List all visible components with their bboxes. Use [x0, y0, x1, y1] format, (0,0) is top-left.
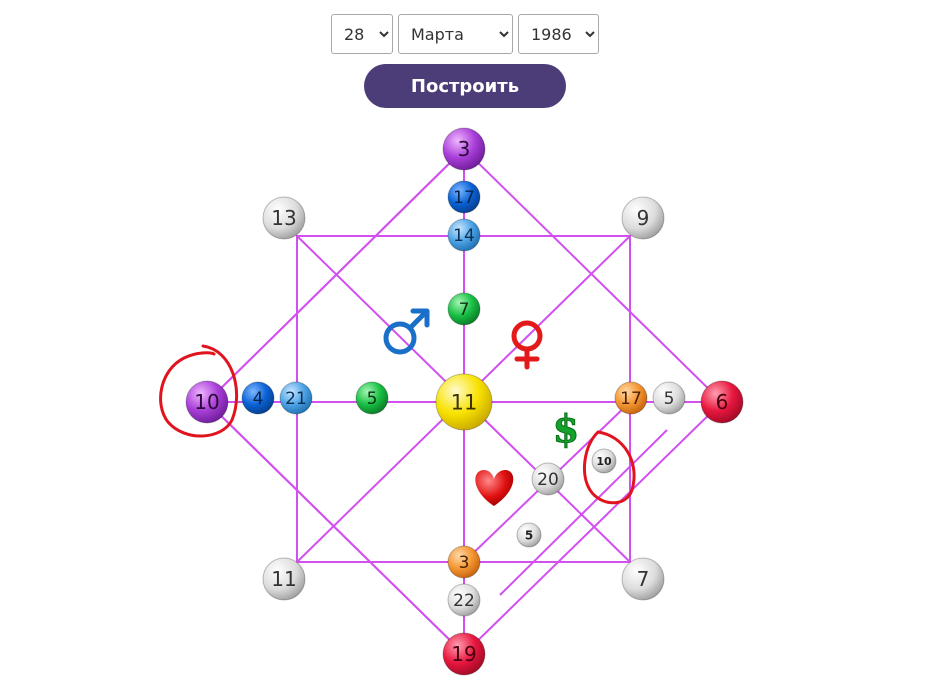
build-button[interactable]: Построить — [364, 64, 566, 108]
node-left-outer: 10 — [185, 380, 229, 424]
node-label: 7 — [459, 300, 470, 320]
node-corner-bottom-left: 11 — [262, 557, 306, 601]
node-label: 17 — [620, 389, 642, 409]
node-label: 10 — [596, 455, 612, 468]
node-top-outer: 3 — [442, 127, 486, 171]
node-circle — [652, 381, 686, 415]
node-circle — [531, 462, 565, 496]
inner-line-left-top — [206, 148, 465, 403]
node-label: 3 — [458, 137, 471, 161]
node-label: 21 — [285, 389, 307, 409]
matrix-nodes: 3 17 14 7 10 4 21 5 11 6 5 17 19 22 3 13 9 11 7 20 10 5 — [185, 127, 744, 676]
node-circle — [241, 381, 275, 415]
node-label: 7 — [637, 567, 650, 591]
node-label: 10 — [194, 390, 219, 414]
annotation-circle-left — [159, 344, 239, 438]
node-circle — [614, 381, 648, 415]
node-left-inner1: 4 — [241, 381, 275, 415]
node-center: 11 — [435, 373, 493, 431]
node-left-inner2: 21 — [279, 381, 313, 415]
node-circle — [279, 381, 313, 415]
day-select[interactable]: 28 — [331, 14, 393, 54]
node-top-mid: 7 — [447, 292, 481, 326]
node-label: 5 — [664, 389, 675, 409]
node-circle — [442, 632, 486, 676]
node-circle — [591, 448, 617, 474]
node-top-inner2: 14 — [447, 218, 481, 252]
year-select[interactable]: 1986 — [518, 14, 599, 54]
node-circle — [447, 218, 481, 252]
node-circle — [621, 196, 665, 240]
node-label: 22 — [453, 591, 475, 611]
male-symbol-icon — [383, 308, 430, 355]
node-right-inner1: 5 — [652, 381, 686, 415]
node-circle — [185, 380, 229, 424]
node-label: 9 — [637, 206, 650, 230]
node-circle — [516, 522, 542, 548]
annotation-circle-right — [583, 430, 636, 505]
node-label: 6 — [716, 390, 729, 414]
dollar-symbol-icon: $ — [553, 406, 579, 451]
node-diag-love: 20 — [531, 462, 565, 496]
node-circle — [447, 180, 481, 214]
node-label: 11 — [271, 567, 296, 591]
node-right-inner2: 17 — [614, 381, 648, 415]
node-diag-money: 10 — [591, 448, 617, 474]
node-label: 17 — [453, 188, 475, 208]
node-circle — [262, 557, 306, 601]
node-label: 4 — [253, 389, 264, 409]
month-select[interactable]: Марта — [398, 14, 513, 54]
node-label: 5 — [525, 528, 533, 542]
node-left-mid: 5 — [355, 381, 389, 415]
node-circle — [435, 373, 493, 431]
node-circle — [447, 583, 481, 617]
node-bottom-inner2: 3 — [447, 545, 481, 579]
node-circle — [700, 380, 744, 424]
node-label: 5 — [367, 389, 378, 409]
node-corner-bottom-right: 7 — [621, 557, 665, 601]
node-label: 14 — [453, 226, 475, 246]
inner-line-bottom-left — [206, 401, 465, 655]
inner-line-parallel-2 — [499, 429, 668, 596]
node-circle — [355, 381, 389, 415]
node-corner-top-left: 13 — [262, 196, 306, 240]
node-circle — [442, 127, 486, 171]
node-circle — [621, 557, 665, 601]
node-diag-small: 5 — [516, 522, 542, 548]
node-right-outer: 6 — [700, 380, 744, 424]
node-corner-top-right: 9 — [621, 196, 665, 240]
heart-icon — [475, 470, 514, 506]
node-bottom-outer: 19 — [442, 632, 486, 676]
node-circle — [262, 196, 306, 240]
node-bottom-inner1: 22 — [447, 583, 481, 617]
node-label: 20 — [537, 470, 559, 490]
node-label: 19 — [451, 642, 476, 666]
female-symbol-icon — [511, 320, 543, 370]
node-circle — [447, 545, 481, 579]
node-circle — [447, 292, 481, 326]
node-label: 11 — [451, 391, 478, 415]
node-top-inner1: 17 — [447, 180, 481, 214]
node-label: 13 — [271, 206, 296, 230]
date-controls: 28 Марта 1986 — [331, 14, 599, 54]
node-label: 3 — [459, 553, 470, 573]
